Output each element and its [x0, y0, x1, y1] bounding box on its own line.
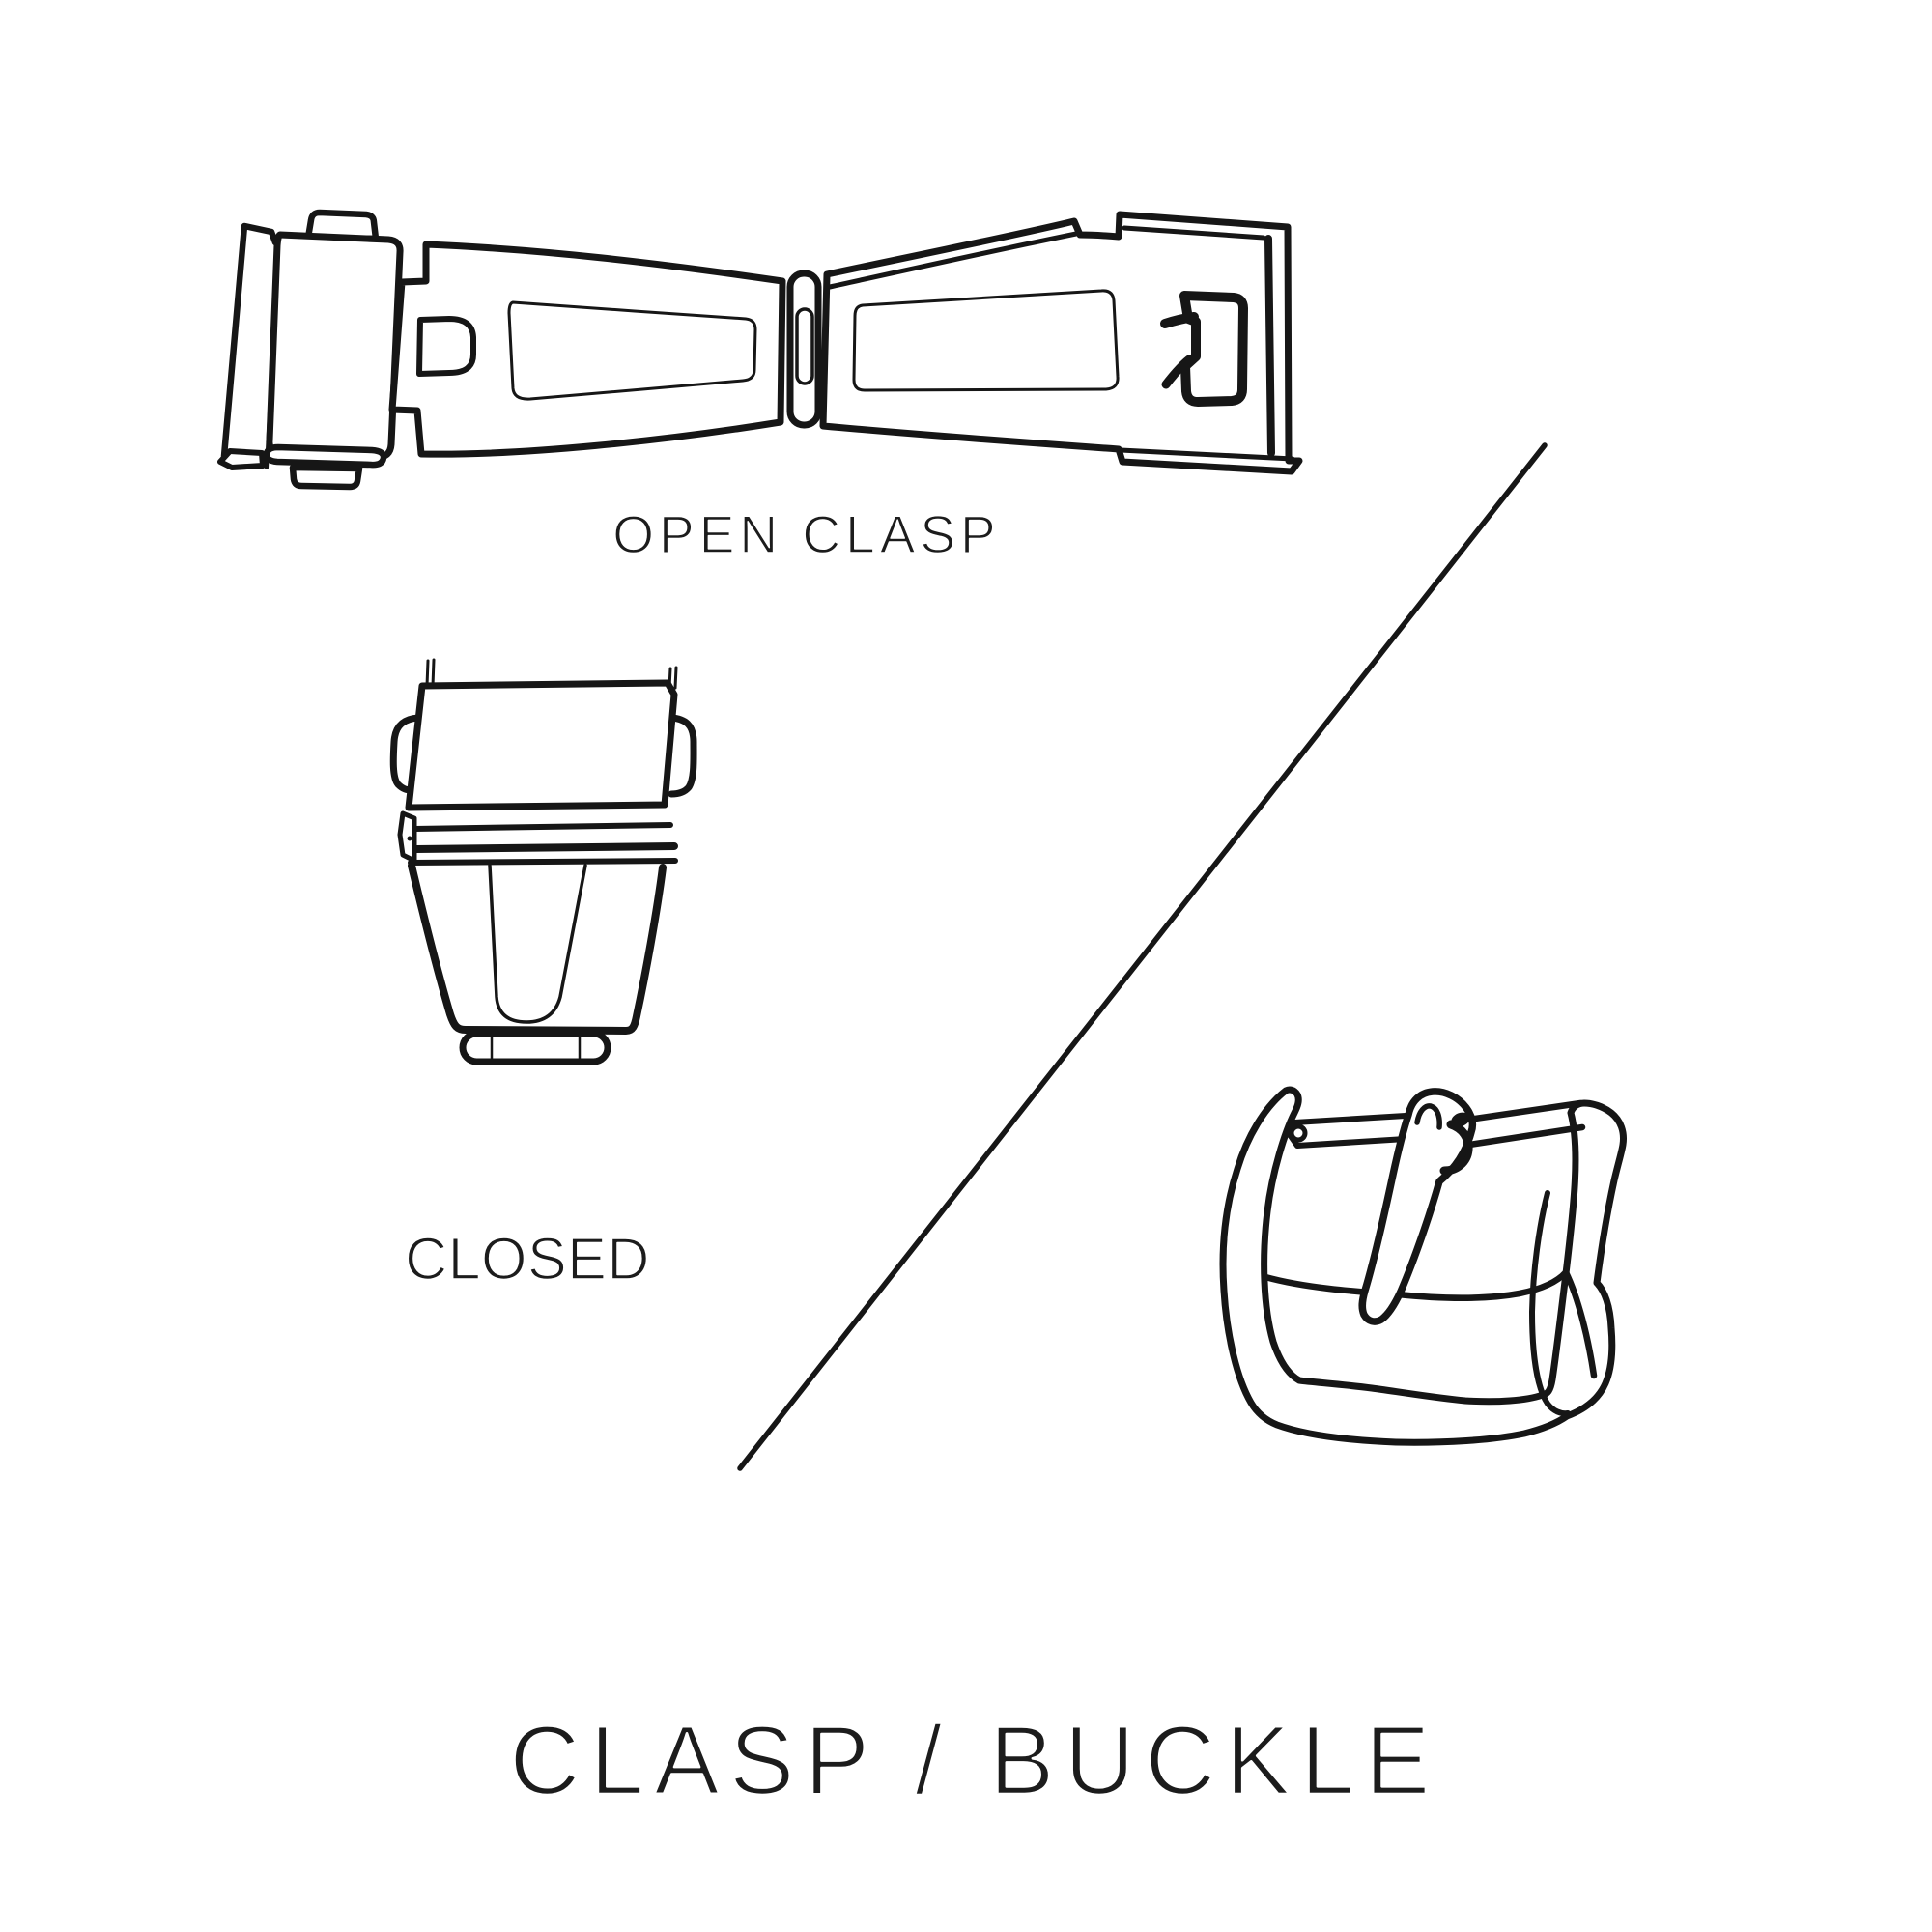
svg-text:CLASP / BUCKLE: CLASP / BUCKLE — [509, 1707, 1439, 1815]
svg-text:OPEN CLASP: OPEN CLASP — [612, 504, 1001, 564]
svg-text:CLOSED: CLOSED — [405, 1226, 650, 1292]
